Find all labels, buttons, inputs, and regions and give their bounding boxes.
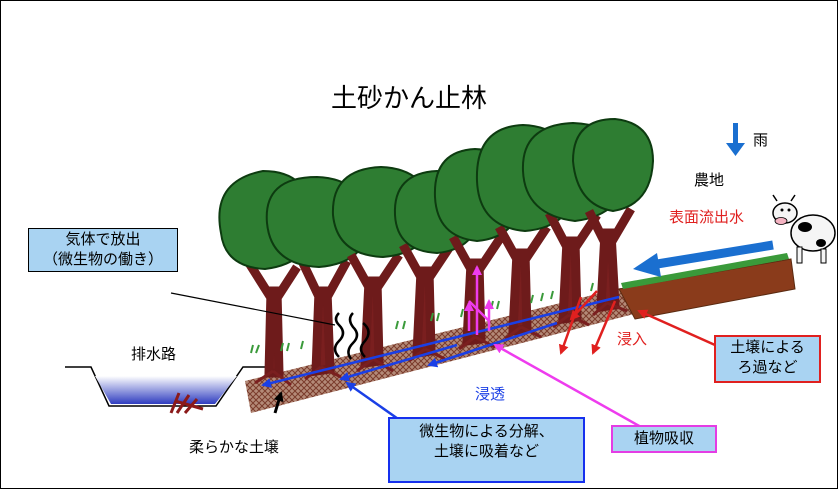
flow-arrows-blue [261,295,620,388]
diagram-title: 土砂かん止林 [331,84,488,114]
microbe-decomposition-line-2: 土壌に吸着など [433,442,539,460]
callout-lines [170,292,716,429]
gas-release-line-1: 気体で放出 [65,230,141,248]
plant-uptake-arrows-magenta [464,265,494,335]
cow-icon [772,194,836,264]
drainage-channel [65,366,269,407]
soil-filtration-line-2: ろ過など [737,358,798,376]
infiltration-arrows-red [558,290,617,355]
drainage-label: 排水路 [131,345,177,363]
microbe-decomposition-box: 微生物による分解、 土壌に吸着など [388,417,585,483]
microbe-decomposition-line-1: 微生物による分解、 [419,422,554,440]
rain-label: 雨 [753,131,769,149]
soil-filtration-box: 土壌による ろ過など [714,335,821,383]
drainage-debris [169,392,204,414]
gas-release-line-2: （微生物の働き） [42,250,163,268]
plant-uptake-box: 植物吸収 [611,425,717,453]
tree [571,117,655,313]
drainage-water [95,376,237,404]
farmland-grass [621,253,789,289]
farmland-soil [618,258,796,320]
infiltration-label: 浸入 [617,330,648,348]
surface-runoff-arrow [633,240,774,277]
gas-wavy-icon [333,312,370,360]
tree-row [218,117,655,378]
rain-arrow-icon [726,123,745,156]
farmland-label: 農地 [694,171,725,189]
soft-soil-label: 柔らかな土壌 [189,438,280,456]
tree-roots [254,301,628,387]
surface-runoff-label: 表面流出水 [669,208,745,226]
gas-release-box: 気体で放出 （微生物の働き） [28,228,178,272]
percolation-label: 浸透 [475,385,506,403]
soil-filtration-line-1: 土壌による [730,338,805,356]
